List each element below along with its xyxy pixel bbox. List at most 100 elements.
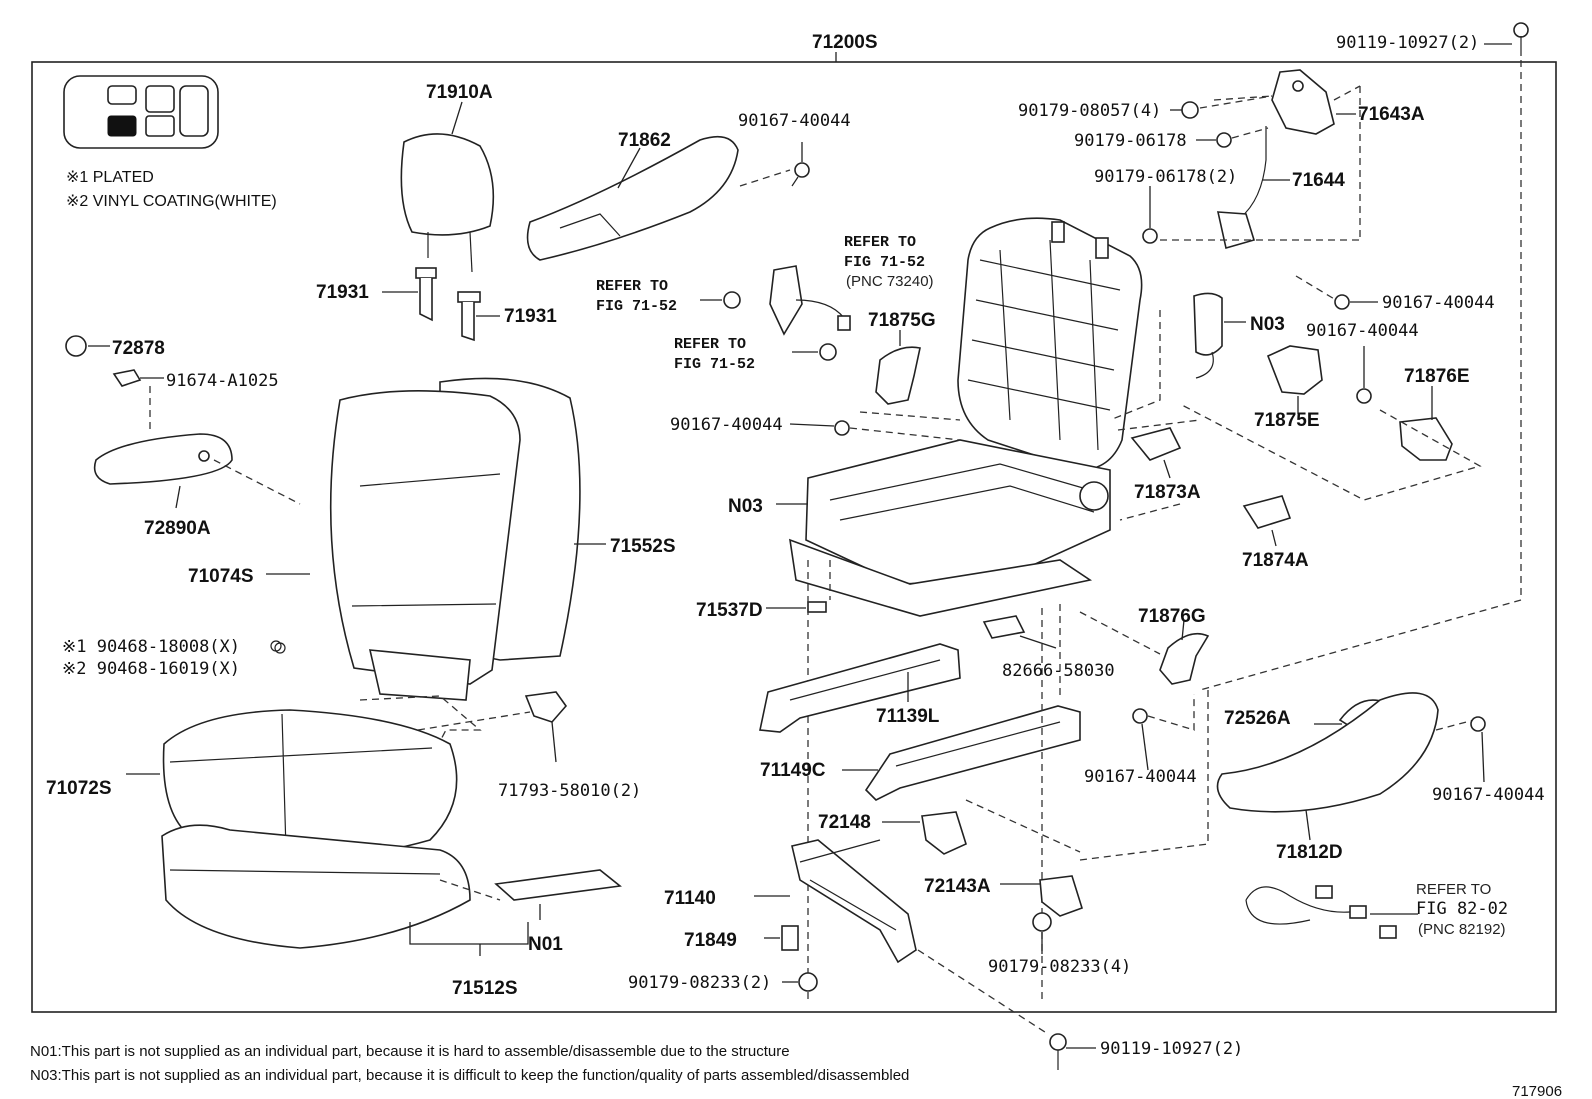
label-71200S: 71200S bbox=[812, 32, 878, 53]
label-71874A: 71874A bbox=[1242, 550, 1309, 571]
label-90167-40044-e: 90167-40044 bbox=[1084, 767, 1197, 787]
rail-71139L-drawing bbox=[759, 643, 961, 733]
clamp-82666-drawing bbox=[982, 615, 1057, 649]
cover-71875G-drawing bbox=[859, 330, 961, 421]
bracket-71140-drawing bbox=[754, 839, 1049, 1035]
trim-71812D-drawing bbox=[1079, 690, 1475, 861]
ref-2-line1: REFER TO bbox=[596, 278, 668, 295]
bracket-72148-drawing bbox=[882, 799, 1081, 855]
label-71644: 71644 bbox=[1292, 170, 1345, 191]
recliner-71643A-drawing bbox=[1213, 69, 1361, 240]
label-71931-b: 71931 bbox=[504, 306, 557, 327]
seatback-drawing bbox=[266, 377, 606, 761]
cover-71876G-drawing bbox=[1079, 611, 1210, 685]
seat-cover-71862-drawing bbox=[526, 135, 739, 261]
label-71074S: 71074S bbox=[188, 566, 254, 587]
label-71849: 71849 bbox=[684, 930, 737, 951]
legend-item-vinyl: ※2 VINYL COATING(WHITE) bbox=[66, 193, 277, 210]
cover-71876E-drawing bbox=[1179, 386, 1482, 501]
label-90179-08057: 90179-08057(4) bbox=[1018, 101, 1161, 121]
label-71910A: 71910A bbox=[426, 82, 493, 103]
ref-4-line3: (PNC 82192) bbox=[1418, 921, 1506, 938]
ref-4-line1: REFER TO bbox=[1416, 881, 1491, 898]
bracket-71874A-drawing bbox=[1117, 419, 1292, 547]
armrest-72890A-drawing bbox=[65, 335, 301, 509]
label-72526A: 72526A bbox=[1224, 708, 1291, 729]
label-90179-08233-4: 90179-08233(4) bbox=[988, 957, 1131, 977]
label-72890A: 72890A bbox=[144, 518, 211, 539]
label-71149C: 71149C bbox=[760, 760, 826, 781]
label-90468-16019: ※2 90468-16019(X) bbox=[62, 659, 240, 679]
label-N03-a: N03 bbox=[1250, 314, 1285, 335]
label-71552S: 71552S bbox=[610, 536, 676, 557]
label-71812D: 71812D bbox=[1276, 842, 1343, 863]
label-82666-58030: 82666-58030 bbox=[1002, 661, 1115, 681]
label-71862: 71862 bbox=[618, 130, 671, 151]
plate-71537D-drawing bbox=[766, 560, 831, 1000]
pad-N01-drawing bbox=[439, 869, 622, 920]
harness-71644-drawing bbox=[1142, 126, 1360, 250]
label-90167-40044-f: 90167-40044 bbox=[1432, 785, 1545, 805]
ref-1-line1: REFER TO bbox=[844, 234, 916, 251]
cover-71512S-drawing bbox=[409, 922, 529, 956]
ref-3-line2: FIG 71-52 bbox=[674, 356, 755, 373]
label-90167-40044-c: 90167-40044 bbox=[1306, 321, 1419, 341]
label-71140: 71140 bbox=[664, 888, 716, 909]
nut-90179-08233-left-drawing bbox=[782, 972, 818, 992]
buckle-drawing bbox=[700, 265, 851, 361]
label-72143A: 72143A bbox=[924, 876, 991, 897]
headrest-support-drawing bbox=[382, 267, 500, 342]
figure-id: 717906 bbox=[1512, 1083, 1562, 1099]
assembly-frame bbox=[31, 61, 1557, 1013]
label-90179-08233-2: 90179-08233(2) bbox=[628, 973, 771, 993]
label-90119-10927-bottom: 90119-10927(2) bbox=[1100, 1039, 1243, 1059]
nut-71849-drawing bbox=[764, 925, 799, 951]
label-71072S: 71072S bbox=[46, 778, 112, 799]
label-71873A: 71873A bbox=[1134, 482, 1201, 503]
bolt-a-drawing bbox=[739, 142, 810, 187]
label-72148: 72148 bbox=[818, 812, 871, 833]
bolt-b-drawing bbox=[1295, 275, 1378, 310]
bracket-71873A-drawing bbox=[1130, 427, 1182, 479]
label-71875G: 71875G bbox=[868, 310, 936, 331]
label-N01: N01 bbox=[528, 934, 563, 955]
clip-71793-drawing bbox=[417, 691, 568, 763]
label-71875E: 71875E bbox=[1254, 410, 1320, 431]
ref-2-line2: FIG 71-52 bbox=[596, 298, 677, 315]
label-90167-40044-a: 90167-40044 bbox=[738, 111, 851, 131]
top-bolt-drawing bbox=[1484, 22, 1529, 600]
airbag-drawing bbox=[1109, 292, 1246, 421]
nut-90179-08233-right-drawing bbox=[1032, 912, 1052, 954]
label-91674-A1025: 91674-A1025 bbox=[166, 371, 279, 391]
seat-frame-drawing bbox=[776, 217, 1143, 617]
label-71139L: 71139L bbox=[876, 706, 940, 727]
label-90468-18008: ※1 90468-18008(X) bbox=[62, 637, 240, 657]
label-90119-10927-top: 90119-10927(2) bbox=[1336, 33, 1479, 53]
label-90179-06178: 90179-06178 bbox=[1074, 131, 1187, 151]
harness-82-02-drawing bbox=[1245, 885, 1418, 939]
label-90167-40044-b: 90167-40044 bbox=[1382, 293, 1495, 313]
label-71876E: 71876E bbox=[1404, 366, 1470, 387]
bolt-f-drawing bbox=[1199, 599, 1522, 783]
label-71931-a: 71931 bbox=[316, 282, 369, 303]
ref-3-line1: REFER TO bbox=[674, 336, 746, 353]
legend-item-plated: ※1 PLATED bbox=[66, 169, 154, 186]
nut-90179-08057-drawing bbox=[1170, 95, 1273, 119]
ref-1-line2: FIG 71-52 bbox=[844, 254, 925, 271]
ref-4-line2: FIG 82-02 bbox=[1416, 899, 1508, 919]
label-71512S: 71512S bbox=[452, 978, 518, 999]
bottom-bolt-drawing bbox=[1049, 1033, 1096, 1070]
bolt-d-drawing bbox=[789, 420, 961, 441]
label-71643A: 71643A bbox=[1358, 104, 1425, 125]
label-N03-b: N03 bbox=[728, 496, 763, 517]
headrest-drawing bbox=[400, 101, 495, 273]
label-71793-58010: 71793-58010(2) bbox=[498, 781, 641, 801]
nut-90179-06178-drawing bbox=[1196, 127, 1269, 148]
label-72878: 72878 bbox=[112, 338, 165, 359]
legend-icon bbox=[63, 75, 219, 149]
label-90179-06178-2: 90179-06178(2) bbox=[1094, 167, 1237, 187]
label-90167-40044-d: 90167-40044 bbox=[670, 415, 783, 435]
clip-90468-drawing bbox=[270, 640, 282, 652]
label-71537D: 71537D bbox=[696, 600, 763, 621]
